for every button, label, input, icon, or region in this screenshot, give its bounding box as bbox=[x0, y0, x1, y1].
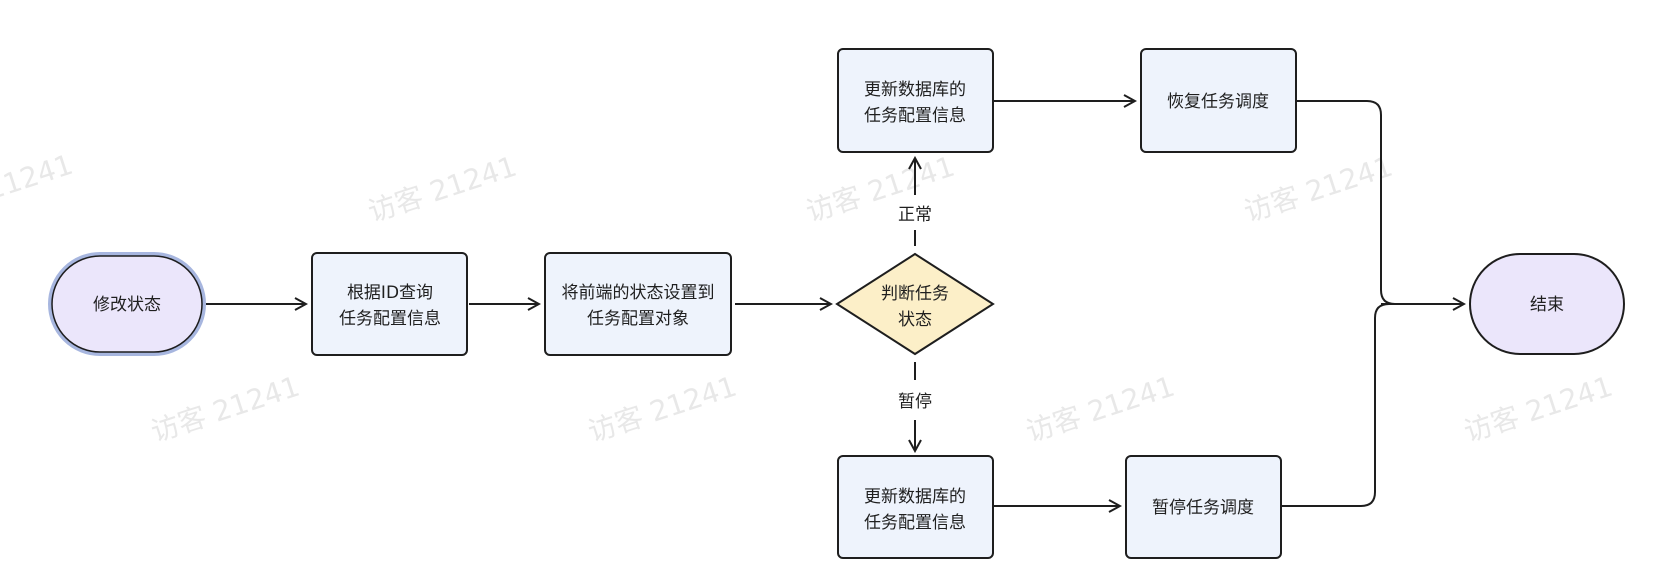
update-normal-label-line2: 任务配置信息 bbox=[864, 106, 966, 126]
pause-label: 暂停任务调度 bbox=[1152, 498, 1254, 518]
watermark-text: 访客 21241 bbox=[147, 370, 304, 449]
watermark-text: 访客 21241 bbox=[364, 150, 521, 229]
update-pause-process-shape bbox=[837, 455, 994, 559]
set-state-process-shape bbox=[544, 252, 732, 356]
end-terminal-shape bbox=[1469, 253, 1625, 355]
update-pause-label-line1: 更新数据库的 bbox=[864, 487, 966, 507]
node-set-state: 将前端的状态设置到 任务配置对象 bbox=[544, 252, 732, 356]
query-label-line1: 根据ID查询 bbox=[347, 283, 433, 303]
node-query: 根据ID查询 任务配置信息 bbox=[311, 252, 468, 356]
edges bbox=[206, 101, 1464, 506]
set-state-label-line2: 任务配置对象 bbox=[587, 309, 689, 329]
node-pause: 暂停任务调度 bbox=[1125, 455, 1282, 559]
node-resume: 恢复任务调度 bbox=[1140, 48, 1297, 153]
watermark-text: 访客 21241 bbox=[802, 150, 959, 229]
watermark-text: 访客 21241 bbox=[1022, 370, 1179, 449]
decision-label-line2: 状态 bbox=[898, 310, 932, 330]
start-label: 修改状态 bbox=[93, 295, 161, 315]
node-end: 结束 bbox=[1469, 253, 1625, 355]
update-normal-process-shape bbox=[837, 48, 994, 153]
query-process-shape bbox=[311, 252, 468, 356]
edge-label-pause: 暂停 bbox=[898, 392, 932, 412]
node-decision: 判断任务 状态 bbox=[835, 252, 995, 356]
start-terminal-shape bbox=[48, 252, 206, 356]
node-start: 修改状态 bbox=[48, 252, 206, 356]
pause-process-shape bbox=[1125, 455, 1282, 559]
resume-process-shape bbox=[1140, 48, 1297, 153]
edge-pause-to-merge bbox=[1282, 303, 1390, 507]
update-pause-label-line2: 任务配置信息 bbox=[864, 513, 966, 533]
watermark-text: 访客 21241 bbox=[1460, 370, 1617, 449]
decision-label-line1: 判断任务 bbox=[881, 284, 949, 304]
end-label: 结束 bbox=[1530, 295, 1564, 315]
set-state-label-line1: 将前端的状态设置到 bbox=[562, 283, 715, 303]
decision-diamond-shape bbox=[835, 252, 995, 356]
node-update-pause: 更新数据库的 任务配置信息 bbox=[837, 455, 994, 559]
watermark-text: 访客 21241 bbox=[584, 370, 741, 449]
edge-label-normal: 正常 bbox=[898, 205, 932, 225]
update-normal-label-line1: 更新数据库的 bbox=[864, 80, 966, 100]
watermark-text: 访客 21241 bbox=[1240, 150, 1397, 229]
edge-resume-to-merge bbox=[1296, 100, 1396, 305]
start-terminal-border bbox=[51, 255, 203, 353]
resume-label: 恢复任务调度 bbox=[1167, 92, 1269, 112]
watermark-text: 21241 bbox=[0, 148, 77, 207]
node-update-normal: 更新数据库的 任务配置信息 bbox=[837, 48, 994, 153]
query-label-line2: 任务配置信息 bbox=[339, 309, 441, 329]
